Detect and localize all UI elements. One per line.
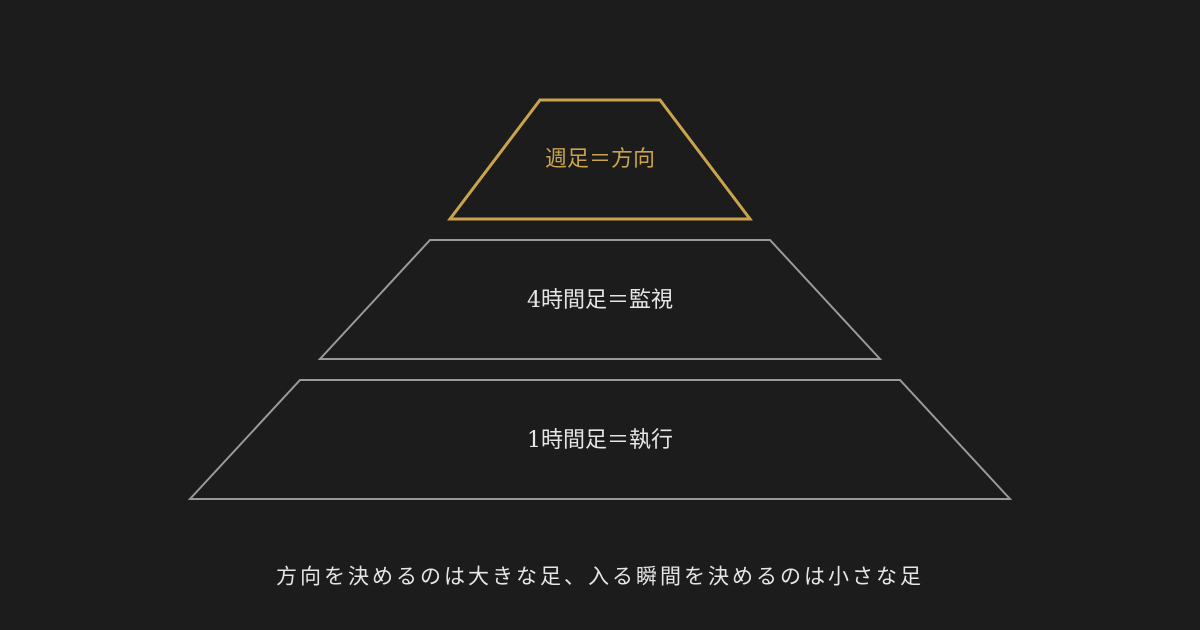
tier-middle-shape [317,239,883,360]
tier-top-label: 週足＝方向 [545,147,655,172]
tier-bottom-shape [187,379,1013,500]
tier-top-shape [446,98,754,221]
tier-bottom-label: 1時間足＝執行 [527,428,673,453]
tier-middle-label: 4時間足＝監視 [527,288,673,313]
diagram-caption: 方向を決めるのは大きな足、入る瞬間を決めるのは小さな足 [276,565,924,589]
